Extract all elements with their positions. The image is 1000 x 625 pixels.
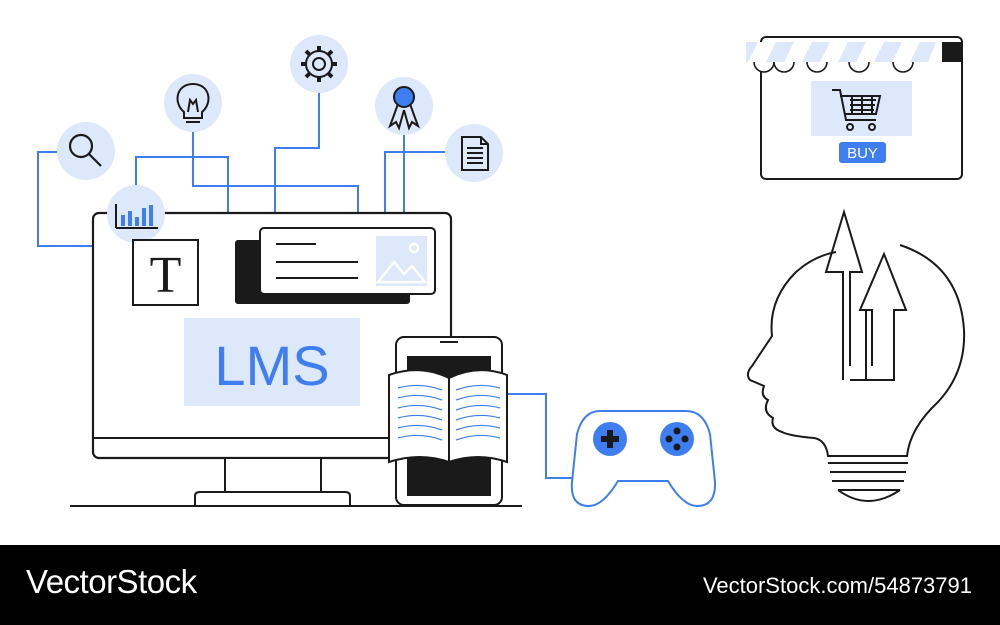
buy-label: BUY bbox=[847, 145, 878, 162]
image-icon bbox=[375, 236, 428, 286]
buy-button bbox=[839, 142, 886, 163]
shopping-cart-icon bbox=[832, 89, 882, 131]
chart-bubble bbox=[107, 185, 165, 243]
lms-illustration: T LMS bbox=[37, 35, 966, 508]
watermark-footer: VectorStock VectorStock.com/54873791 bbox=[0, 545, 1000, 625]
lms-label: LMS bbox=[214, 334, 329, 397]
search-bubble bbox=[57, 122, 115, 180]
search-icon bbox=[68, 133, 102, 167]
lms-banner: LMS bbox=[184, 318, 360, 406]
document-icon bbox=[461, 136, 489, 171]
document-bubble bbox=[445, 124, 503, 182]
brand-logo: VectorStock bbox=[26, 563, 197, 600]
gamepad-icon bbox=[570, 410, 717, 508]
online-shop: BUY bbox=[746, 36, 963, 180]
head-lightbulb-icon bbox=[746, 208, 966, 502]
lightbulb-bubble bbox=[164, 74, 222, 132]
stock-id: VectorStock.com/54873791 bbox=[702, 573, 972, 598]
gear-bubble bbox=[290, 35, 348, 93]
lightbulb-icon bbox=[176, 82, 210, 123]
content-card bbox=[235, 227, 436, 304]
text-tile: T bbox=[132, 239, 199, 306]
connector-lines bbox=[37, 86, 575, 479]
open-book-icon bbox=[388, 369, 508, 464]
gear-icon bbox=[301, 46, 337, 82]
award-bubble bbox=[375, 77, 433, 135]
bar-chart-icon bbox=[115, 204, 158, 229]
text-tile-letter: T bbox=[150, 247, 182, 304]
award-ribbon-icon bbox=[388, 86, 420, 131]
